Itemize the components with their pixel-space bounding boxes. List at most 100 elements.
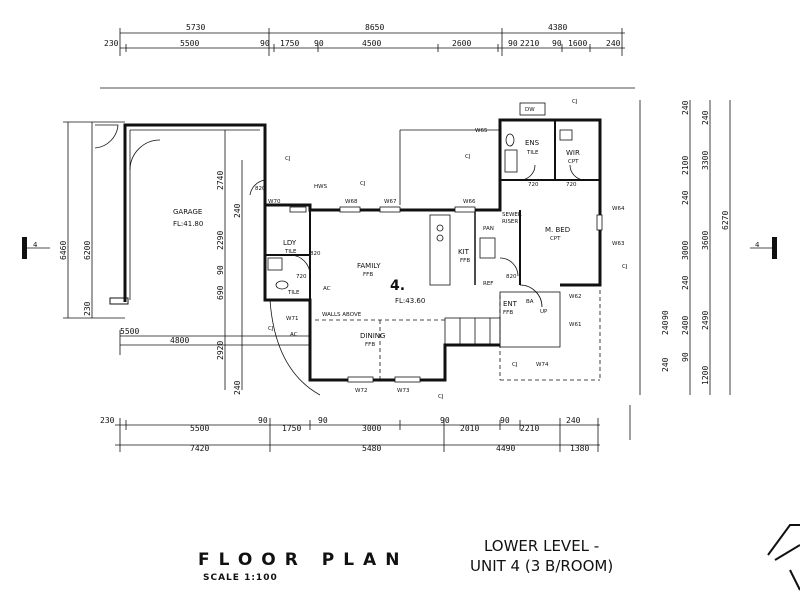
right-dim-14: 2400 [681, 316, 690, 335]
top-dim-4: 230 [104, 39, 119, 48]
ac-label-1: AC [323, 286, 331, 292]
level-title: LOWER LEVEL - UNIT 4 (3 B/ROOM) [470, 536, 613, 576]
bottom-dim-1: 230 [100, 416, 115, 425]
right-dim-13: 240 [661, 320, 670, 335]
window-w71: W71 [286, 316, 298, 322]
window-w62: W62 [569, 294, 581, 300]
bottom-dim-9: 90 [500, 416, 510, 425]
stair-up-label: UP [540, 309, 548, 315]
right-dim-12: 90 [661, 310, 670, 320]
left-dim-10: 240 [233, 380, 242, 395]
left-dim-12: 5500 [120, 327, 139, 336]
master-bed-cpt: CPT [550, 236, 561, 242]
top-dim-15: 240 [606, 39, 621, 48]
family-label: FAMILY [357, 262, 381, 270]
left-dim-3: 230 [83, 301, 92, 316]
kitchen-label: KIT [458, 248, 470, 256]
bottom-dim-10: 2210 [520, 424, 539, 433]
sewer-label: SEWER [502, 212, 522, 218]
dishwasher-label: DW [525, 107, 535, 113]
top-dim-2: 8650 [365, 23, 384, 32]
right-dim-4: 6270 [721, 211, 730, 230]
wir-cpt: CPT [568, 159, 579, 165]
bottom-dim-14: 4490 [496, 444, 515, 453]
left-dim-1: 6460 [59, 241, 68, 260]
window-labels: W65 W68 W67 W66 W64 W63 W62 W61 W71 W72 … [268, 128, 625, 394]
right-dim-11: 3000 [681, 241, 690, 260]
right-dimensions: 240 3300 240 6270 3600 240 2490 1200 210… [639, 100, 731, 395]
cj-label-2: CJ [360, 181, 366, 187]
laundry-tile: TILE [284, 249, 297, 255]
entry-ffb: FFB [503, 310, 513, 316]
top-dim-8: 90 [314, 39, 324, 48]
ac-label-2: AC [290, 332, 298, 338]
dining-ffb: FFB [365, 342, 375, 348]
bottom-dim-4: 1750 [282, 424, 301, 433]
top-dimensions: 5730 8650 4380 230 5500 90 1750 90 4500 … [100, 23, 635, 89]
riser-label: RISER [502, 219, 518, 225]
bottom-dim-5: 90 [318, 416, 328, 425]
tile-label-2: TILE [287, 290, 300, 296]
cj-label-4: CJ [572, 99, 578, 105]
left-dimensions: 6460 6200 230 2740 240 2290 90 690 2920 … [59, 121, 310, 395]
top-dim-3: 4380 [548, 23, 567, 32]
top-dim-7: 1750 [280, 39, 299, 48]
left-dim-7: 90 [216, 265, 225, 275]
right-dim-1: 240 [681, 100, 690, 115]
cj-label-8: CJ [268, 326, 274, 332]
dining-label: DINING [360, 332, 385, 340]
door-label-6: 820 [255, 186, 266, 192]
north-arrow-icon [767, 524, 800, 591]
cj-label-5: CJ [622, 264, 628, 270]
left-dim-2: 6200 [83, 241, 92, 260]
left-dim-6: 2290 [216, 231, 225, 250]
window-w70: W70 [268, 199, 281, 205]
right-dim-5: 3600 [701, 231, 710, 250]
bottom-dimensions: 230 5500 90 1750 90 3000 90 2010 90 2210… [100, 405, 631, 453]
plan-scale: SCALE 1:100 [203, 573, 278, 583]
top-dim-5: 5500 [180, 39, 199, 48]
top-dim-13: 90 [552, 39, 562, 48]
section-marker-right: 4 [750, 237, 777, 259]
kitchen-ffb: FFB [460, 258, 470, 264]
right-dim-16: 240 [661, 357, 670, 372]
window-w72: W72 [355, 388, 367, 394]
svg-text:4: 4 [755, 241, 760, 249]
door-label-5: 820 [310, 251, 321, 257]
door-label-1: 720 [528, 182, 539, 188]
family-ffb: FFB [363, 272, 373, 278]
left-dim-4: 2740 [216, 171, 225, 190]
unit-floor-level: FL:43.60 [395, 297, 425, 305]
hws-label: HWS [314, 184, 328, 190]
window-w63: W63 [612, 241, 625, 247]
fixtures [267, 102, 573, 290]
right-dim-10: 240 [701, 110, 710, 125]
bottom-dim-6: 3000 [362, 424, 381, 433]
level-title-line-2: UNIT 4 (3 B/ROOM) [470, 557, 614, 575]
left-dim-9: 2920 [216, 341, 225, 360]
entry-label: ENT [503, 300, 518, 308]
cj-labels: CJ CJ CJ CJ CJ CJ CJ CJ [268, 99, 628, 400]
window-w61: W61 [569, 322, 581, 328]
right-dim-15: 90 [681, 352, 690, 362]
top-dim-10: 2600 [452, 39, 471, 48]
pantry-label: PAN [483, 226, 494, 232]
left-dim-8: 690 [216, 285, 225, 300]
right-dim-2: 3300 [701, 151, 710, 170]
window-w73: W73 [397, 388, 410, 394]
top-dim-12: 2210 [520, 39, 539, 48]
window-w67: W67 [384, 199, 397, 205]
door-label-3: 820 [506, 274, 517, 280]
bottom-dim-8: 2010 [460, 424, 479, 433]
wir-label: WIR [566, 149, 580, 157]
top-dim-9: 4500 [362, 39, 381, 48]
right-dim-9: 2100 [681, 156, 690, 175]
cj-label-6: CJ [512, 362, 518, 368]
master-bed-label: M. BED [545, 226, 570, 234]
plan-title: FLOOR PLAN [198, 550, 409, 570]
garage-label: GARAGE [173, 208, 202, 216]
cj-label-1: CJ [285, 156, 291, 162]
ba-label: BA [526, 299, 534, 305]
left-dim-11: 4800 [170, 336, 189, 345]
